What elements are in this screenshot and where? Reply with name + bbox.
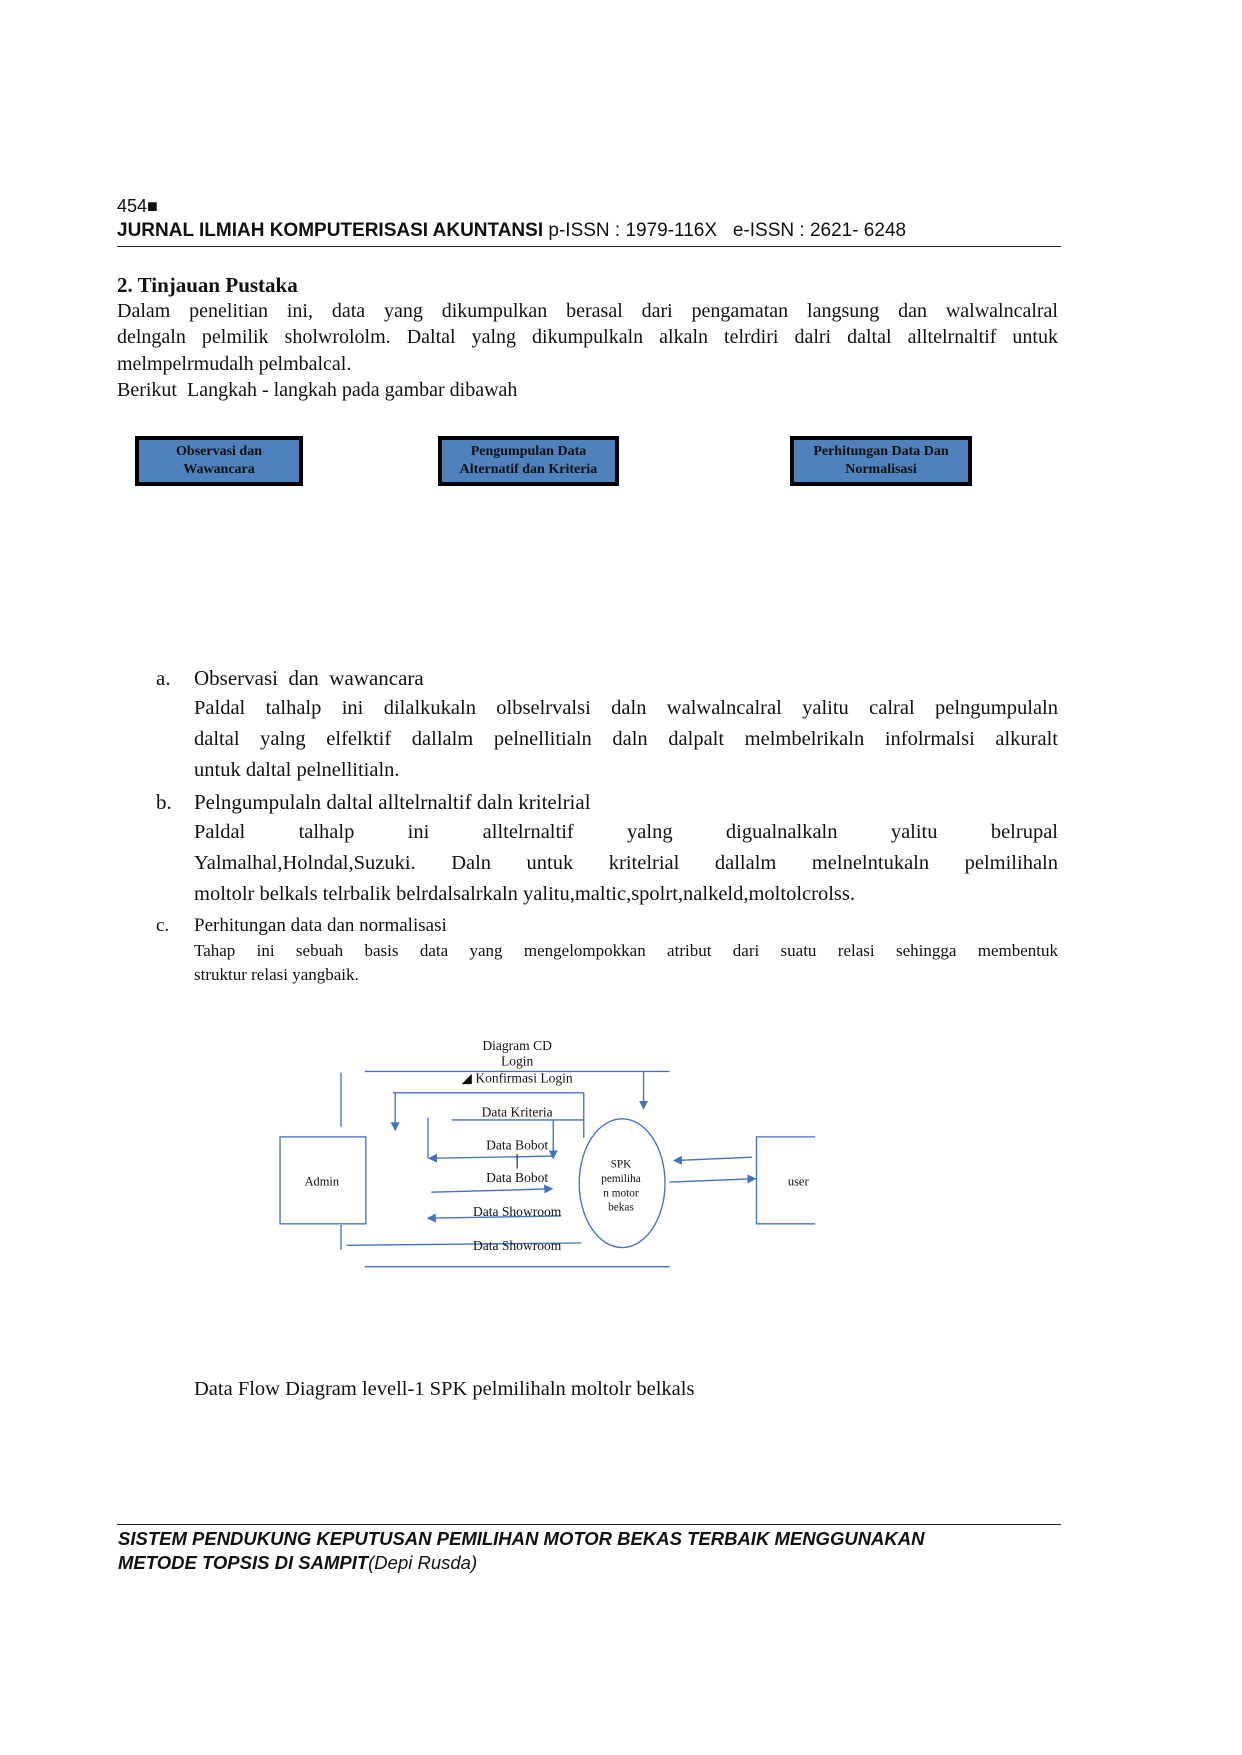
step-label: Normalisasi — [845, 462, 917, 477]
entity-admin — [279, 1136, 367, 1225]
flow-arrow — [427, 1153, 554, 1163]
list-line: Yalmalhal,Holndal,Suzuki. Daln untuk kri… — [194, 852, 1058, 874]
list-title: Pelngumpulaln daltal alltelrnaltif daln … — [194, 790, 591, 814]
step-label: Perhitungan Data Dan — [813, 444, 949, 459]
paragraph-line: Berikut Langkah - langkah pada gambar di… — [117, 379, 518, 401]
list-marker: a. — [156, 666, 171, 690]
footer-title: METODE TOPSIS DI SAMPIT — [118, 1552, 369, 1573]
flow-label-login: Login — [501, 1054, 534, 1069]
list-line: daltal yalng elfelktif dallalm pelnellit… — [194, 728, 1058, 750]
flow-arrow — [426, 1213, 562, 1223]
list-title: Perhitungan data dan normalisasi — [194, 915, 447, 936]
footer-author: (Depi Rusda) — [368, 1552, 478, 1573]
list-line: Paldal talhalp ini alltelrnaltif yalng d… — [194, 821, 1058, 843]
diagram-title: Diagram CD — [482, 1038, 552, 1053]
flow-label-kriteria: Data Kriteria — [482, 1105, 553, 1120]
flow-arrow — [431, 1184, 554, 1194]
step-label: Alternatif dan Kriteria — [459, 462, 598, 477]
list-line: untuk daltal pelnellitialn. — [194, 759, 400, 781]
flow-label-showroom: Data Showroom — [473, 1204, 562, 1219]
step-label: Wawancara — [183, 462, 255, 477]
journal-name: JURNAL ILMIAH KOMPUTERISASI AKUNTANSI — [117, 220, 544, 241]
journal-issn: p-ISSN : 1979-116X e-ISSN : 2621- 6248 — [548, 220, 907, 241]
process-label: n motor — [603, 1188, 639, 1200]
figure-caption: Data Flow Diagram levell-1 SPK pelmiliha… — [194, 1378, 695, 1400]
paragraph-line: delngaln pelmilik sholwrololm. Daltal ya… — [117, 326, 1058, 348]
flow-line — [346, 1242, 582, 1246]
list-line: Tahap ini sebuah basis data yang mengelo… — [194, 941, 1058, 960]
user-label: user — [788, 1174, 810, 1188]
entity-user — [755, 1136, 816, 1225]
list-line: Paldal talhalp ini dilalkukaln olbselrva… — [194, 697, 1058, 719]
flow-label-bobot: Data Bobot — [486, 1170, 548, 1185]
flow-label-showroom: Data Showroom — [473, 1238, 562, 1253]
journal-header: JURNAL ILMIAH KOMPUTERISASI AKUNTANSI p-… — [117, 220, 906, 242]
flow-label-bobot: Data Bobot — [486, 1137, 548, 1152]
paragraph-line: Dalam penelitian ini, data yang dikumpul… — [117, 300, 1058, 322]
process-label: bekas — [608, 1201, 634, 1213]
step-label: Observasi dan — [176, 444, 262, 459]
list-title: Observasi dan wawancara — [194, 666, 424, 690]
section-title: 2. Tinjauan Pustaka — [117, 273, 298, 297]
header-rule — [117, 246, 1061, 247]
paragraph-line: melmpelrmudalh pelmbalcal. — [117, 353, 352, 375]
footer-title-line2: METODE TOPSIS DI SAMPIT(Depi Rusda) — [118, 1552, 477, 1574]
list-line: moltolr belkals telrbalik belrdalsalrkal… — [194, 883, 855, 905]
page-number: 454■ — [117, 196, 158, 216]
admin-label: Admin — [305, 1174, 340, 1188]
flow-lines — [279, 1070, 816, 1268]
process-spk — [578, 1118, 666, 1249]
step-label: Pengumpulan Data — [470, 444, 587, 459]
process-label: pemiliha — [601, 1173, 640, 1185]
list-marker: b. — [156, 790, 172, 814]
list-marker: c. — [156, 915, 170, 936]
flow-arrow — [672, 1155, 752, 1165]
list-line: struktur relasi yangbaik. — [194, 965, 359, 984]
process-label: SPK — [611, 1158, 633, 1170]
footer-rule — [117, 1524, 1061, 1525]
footer-title-line1: SISTEM PENDUKUNG KEPUTUSAN PEMILIHAN MOT… — [118, 1528, 925, 1549]
flow-arrow — [669, 1174, 757, 1184]
flow-label-konfirmasi: ◢ Konfirmasi Login — [462, 1071, 573, 1086]
